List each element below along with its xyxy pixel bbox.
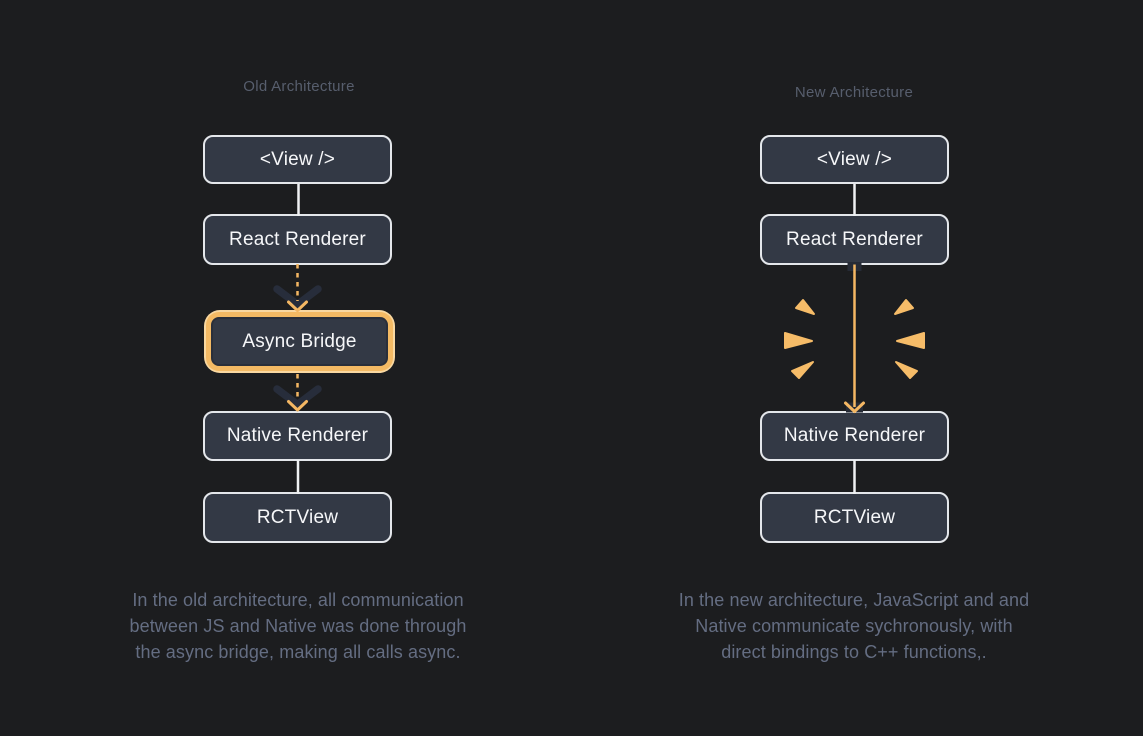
dark-chevron-icon (273, 285, 322, 309)
node-view-new-label: <View /> (816, 148, 893, 170)
async-bridge-highlight: Async Bridge (204, 310, 395, 373)
node-rctview-new-label: RCTView (813, 506, 896, 528)
arrow-down-icon (287, 400, 308, 412)
node-async-bridge-label: Async Bridge (242, 330, 357, 352)
new-architecture-title: New Architecture (794, 84, 914, 101)
node-react-renderer-new-label: React Renderer (786, 228, 923, 250)
caption-line: Native communicate sychronously, with (695, 616, 1013, 636)
caption-line: direct bindings to C++ functions,. (721, 642, 987, 662)
node-react-renderer-old: React Renderer (203, 214, 392, 265)
node-native-renderer-new-label: Native Renderer (783, 425, 926, 446)
node-native-renderer-old: Native Renderer (203, 411, 392, 461)
node-view-new: <View /> (760, 135, 949, 184)
old-architecture-caption: In the old architecture, all communicati… (38, 587, 558, 665)
new-architecture-caption: In the new architecture, JavaScript and … (594, 587, 1114, 665)
old-architecture-title: Old Architecture (243, 78, 355, 95)
caption-line: In the new architecture, JavaScript and … (678, 590, 1030, 610)
node-react-renderer-new: React Renderer (760, 214, 949, 265)
dark-chevron-icon (273, 385, 322, 409)
burst-rays-icon (784, 299, 925, 379)
node-async-bridge: Async Bridge (211, 317, 388, 366)
burst-ray (894, 299, 914, 315)
node-react-renderer-old-label: React Renderer (229, 228, 366, 250)
node-rctview-old: RCTView (203, 492, 392, 543)
node-view-old-label: <View /> (259, 148, 336, 170)
node-native-renderer-old-label: Native Renderer (226, 425, 369, 446)
node-view-old: <View /> (203, 135, 392, 184)
burst-ray (791, 361, 814, 379)
caption-line: In the old architecture, all communicati… (132, 590, 464, 610)
node-rctview-new: RCTView (760, 492, 949, 543)
burst-ray (896, 332, 925, 349)
caption-line: between JS and Native was done through (129, 616, 467, 636)
burst-ray (795, 299, 815, 315)
caption-line: the async bridge, making all calls async… (135, 642, 461, 662)
async-bridge-glow-border: Async Bridge (206, 312, 393, 371)
node-rctview-old-label: RCTView (256, 506, 339, 528)
burst-ray (895, 361, 918, 379)
burst-ray (784, 332, 813, 349)
node-native-renderer-new: Native Renderer (760, 411, 949, 461)
